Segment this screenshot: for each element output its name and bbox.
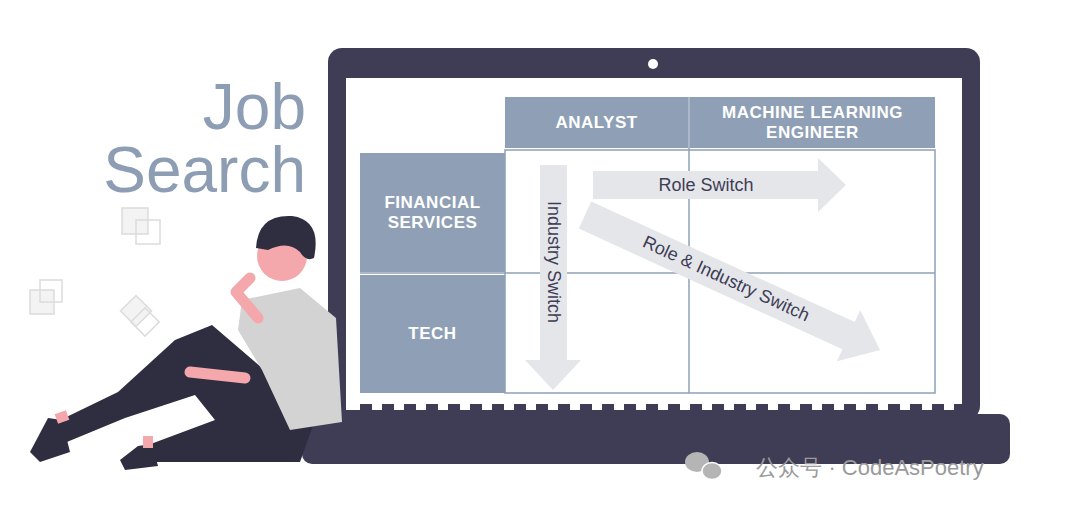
keyboard-teeth-part bbox=[646, 404, 658, 412]
person-part bbox=[55, 410, 70, 424]
keyboard-teeth-part bbox=[888, 404, 900, 412]
keyboard-teeth-part bbox=[448, 404, 460, 412]
cell-label: MACHINE LEARNING ENGINEER bbox=[698, 103, 927, 141]
person-part bbox=[30, 418, 70, 462]
row-header: TECH bbox=[360, 275, 505, 393]
person-part bbox=[256, 216, 316, 259]
arrow-label: Role & Industry Switch bbox=[639, 232, 812, 326]
keyboard-teeth-part bbox=[492, 404, 504, 412]
title: Job Search bbox=[60, 76, 306, 201]
laptop-part bbox=[346, 78, 962, 410]
decor-squares-part bbox=[120, 295, 151, 326]
keyboard-teeth-part bbox=[734, 404, 746, 412]
table-grid-part bbox=[360, 272, 935, 274]
cell-label: ANALYST bbox=[555, 113, 637, 132]
laptop bbox=[302, 48, 1010, 464]
watermark: 公众号 · CodeAsPoetry bbox=[756, 453, 983, 483]
keyboard-teeth-part bbox=[866, 404, 878, 412]
wechat-icon bbox=[685, 452, 722, 480]
keyboard-teeth-part bbox=[382, 404, 394, 412]
keyboard-teeth-part bbox=[690, 404, 702, 412]
person-part bbox=[143, 436, 153, 448]
column-header: MACHINE LEARNING ENGINEER bbox=[690, 97, 935, 148]
keyboard-teeth-part bbox=[756, 404, 768, 412]
keyboard-teeth-part bbox=[844, 404, 856, 412]
table-grid-part bbox=[505, 150, 935, 393]
keyboard-teeth-part bbox=[360, 404, 372, 412]
keyboard-teeth-part bbox=[514, 404, 526, 412]
person bbox=[30, 216, 342, 470]
switch-arrows-part bbox=[593, 158, 846, 212]
keyboard-teeth-part bbox=[910, 404, 922, 412]
column-header: ANALYST bbox=[505, 97, 688, 148]
keyboard-teeth-part bbox=[536, 404, 548, 412]
person-part bbox=[190, 372, 245, 378]
decor-squares-part bbox=[131, 308, 159, 336]
switch-arrows-part bbox=[579, 201, 880, 361]
wechat-icon-part bbox=[702, 463, 722, 480]
keyboard-teeth-part bbox=[624, 404, 636, 412]
keyboard-teeth-part bbox=[470, 404, 482, 412]
keyboard-teeth-part bbox=[558, 404, 570, 412]
table-grid bbox=[360, 97, 935, 393]
keyboard-teeth-part bbox=[712, 404, 724, 412]
laptop-part bbox=[328, 48, 980, 420]
person-part bbox=[236, 278, 258, 318]
keyboard-teeth-part bbox=[778, 404, 790, 412]
cell-label: FINANCIAL SERVICES bbox=[368, 193, 497, 231]
decor-squares bbox=[30, 208, 160, 336]
arrow-label: Role Switch bbox=[658, 175, 753, 196]
keyboard-teeth bbox=[360, 404, 966, 412]
arrow-label: Industry Switch bbox=[543, 201, 564, 323]
keyboard-teeth-part bbox=[954, 404, 966, 412]
keyboard-teeth-part bbox=[580, 404, 592, 412]
decor-squares-part bbox=[136, 220, 160, 244]
keyboard-teeth-part bbox=[668, 404, 680, 412]
keyboard-teeth-part bbox=[822, 404, 834, 412]
keyboard-teeth-part bbox=[932, 404, 944, 412]
keyboard-teeth-part bbox=[800, 404, 812, 412]
row-header: FINANCIAL SERVICES bbox=[360, 153, 505, 272]
decor-squares-part bbox=[40, 280, 62, 302]
decor-squares-part bbox=[122, 208, 148, 234]
keyboard-teeth-part bbox=[404, 404, 416, 412]
keyboard-teeth-part bbox=[602, 404, 614, 412]
keyboard-teeth-part bbox=[426, 404, 438, 412]
switch-arrows bbox=[525, 158, 880, 390]
laptop-part bbox=[648, 59, 658, 69]
switch-arrows-part bbox=[525, 165, 581, 390]
cell-label: TECH bbox=[408, 324, 456, 343]
